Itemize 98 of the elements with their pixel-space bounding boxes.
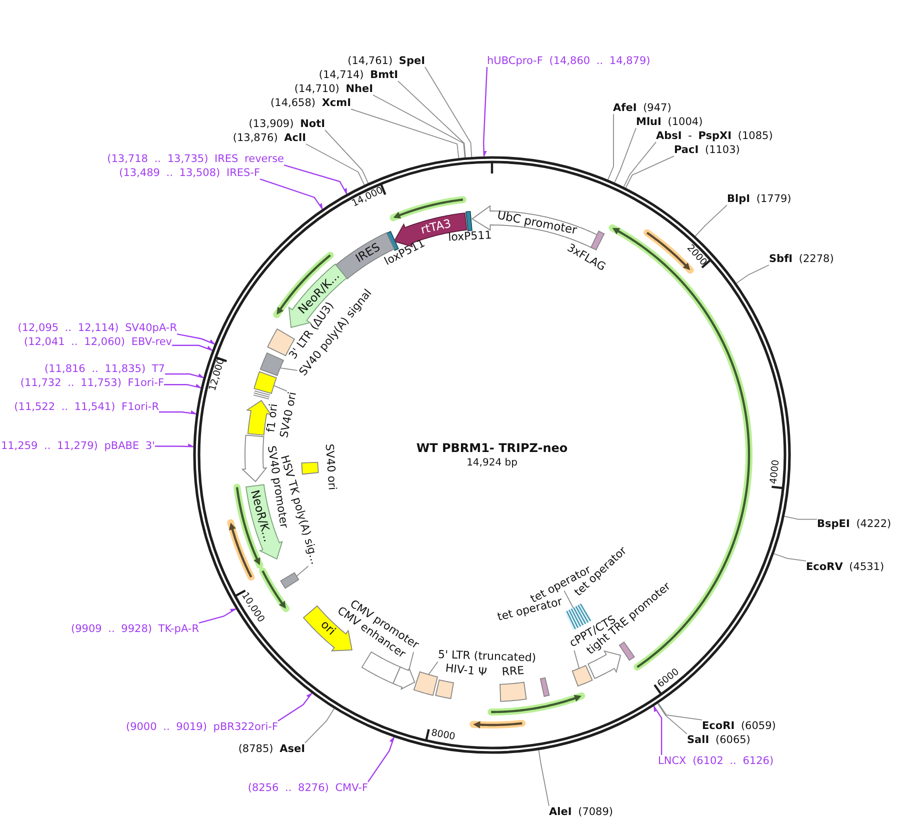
restriction-site-label: AbsI - PspXI (1085) (656, 130, 773, 142)
restriction-site-label: AfeI (947) (613, 102, 672, 114)
leader-line (424, 66, 472, 158)
leader-line (694, 204, 728, 237)
primer-label: (12,041 .. 12,060) EBV-rev (24, 336, 172, 348)
restriction-site-label: SalI (6065) (687, 734, 750, 746)
restriction-site-label: PacI (1103) (674, 144, 740, 156)
primer-label: (11,259 .. 11,279) pBABE 3' (0, 440, 155, 452)
leader-line (564, 590, 574, 608)
leader-line (428, 661, 438, 675)
leader-line (172, 344, 213, 351)
restriction-site-label: (14,714) BmtI (318, 68, 398, 82)
leader-line (482, 67, 488, 158)
primer-label: (9000 .. 9019) pBR322ori-F (126, 720, 278, 734)
leader-line (260, 178, 323, 210)
leader-line (625, 156, 674, 188)
primer-label: (11,816 .. 11,835) T7 (44, 362, 165, 376)
leader-line (165, 373, 204, 378)
plasmid-length: 14,924 bp (466, 457, 518, 469)
primer-label: (11,522 .. 11,541) F1ori-R (14, 400, 159, 414)
feature-label: HIV-1 Ψ (444, 662, 488, 680)
feature-name: IRES (353, 240, 383, 266)
leader-line (784, 516, 818, 520)
leader-line (159, 410, 197, 415)
leader-line (774, 553, 806, 562)
feature-box (279, 571, 300, 590)
feature-box (300, 461, 320, 476)
feature-label: SV40 ori (322, 443, 338, 491)
leader-line (372, 94, 466, 158)
primer-label: (13,489 .. 13,508) IRES-F (119, 166, 260, 180)
restriction-site-label: BspEI (4222) (817, 518, 892, 530)
leader-line (284, 164, 348, 195)
leader-line (296, 566, 309, 577)
leader-line (198, 608, 237, 624)
primer-label: (11,732 .. 11,753) F1ori-F (20, 376, 164, 390)
leader-line (280, 367, 298, 371)
restriction-site-label: (14,710) NheI (294, 82, 373, 96)
leader-line (538, 750, 550, 806)
feature-label: f1 ori (265, 403, 280, 433)
leader-line (278, 692, 312, 722)
leader-line (657, 703, 688, 734)
primer-label: (8256 .. 8276) CMV-F (248, 782, 368, 794)
restriction-site-label: BlpI (1779) (727, 192, 792, 206)
restriction-site-label: SbfI (2278) (769, 252, 834, 266)
leader-line (574, 650, 580, 669)
restriction-site-label: (8785) AseI (238, 742, 305, 756)
feature-label: loxP511 (448, 230, 492, 244)
leader-line (176, 333, 216, 345)
feature-name: UbC promoter (496, 208, 578, 238)
leader-line (273, 385, 288, 392)
restriction-site-label: AleI (7089) (549, 806, 614, 818)
feature-bar (465, 210, 473, 232)
leader-line (350, 108, 460, 158)
leader-line (736, 264, 770, 284)
primer-label: (12,095 .. 12,114) SV40pA-R (18, 322, 177, 334)
restriction-site-label: EcoRV (4531) (806, 560, 884, 574)
leader-line (658, 702, 702, 720)
restriction-site-label: (13,909) NotI (248, 118, 325, 130)
scale-label: 4000 (770, 459, 784, 484)
feature-box (539, 676, 551, 698)
restriction-site-label: MluI (1004) (636, 116, 703, 128)
primer-label: hUBCpro-F (14,860 .. 14,879) (487, 54, 650, 68)
leader-line (368, 736, 395, 782)
primer-label: (9909 .. 9928) TK-pA-R (70, 622, 199, 636)
leader-line (155, 444, 194, 448)
pointed-feature-band (241, 434, 268, 483)
primer-label: (13,718 .. 13,735) IRES reverse (107, 152, 284, 166)
restriction-site-label: EcoRI (6059) (702, 720, 776, 732)
feature-box (253, 370, 278, 395)
feature-box (499, 681, 528, 703)
feature-label: RRE (501, 664, 525, 680)
leader-line (398, 80, 466, 158)
feature-box (618, 641, 636, 662)
feature-box (412, 670, 439, 697)
scale-label: 8000 (430, 728, 456, 744)
primer-label: LNCX (6102 .. 6126) (658, 754, 774, 768)
feature-name: ori (318, 618, 338, 638)
leader-line (164, 384, 202, 388)
leader-line (304, 708, 335, 744)
feature-box (259, 351, 285, 377)
feature-name: NeoR/K... (248, 488, 274, 544)
restriction-site-label: (14,658) XcmI (270, 96, 351, 110)
plasmid-name: WT PBRM1- TRIPZ-neo (416, 442, 568, 456)
leader-line (623, 142, 656, 188)
leader-line (306, 144, 365, 186)
restriction-site-label: (14,761) SpeI (348, 54, 425, 68)
leader-line (324, 130, 369, 184)
leader-line (653, 706, 662, 755)
scale-label: 12,000 (208, 358, 228, 393)
pointed-feature-band (392, 666, 416, 691)
feature-box (571, 664, 594, 688)
feature-box (266, 327, 296, 357)
leader-line (608, 114, 614, 180)
feature-box (434, 678, 455, 700)
restriction-site-label: (13,876) AclI (232, 132, 306, 144)
leader-line (614, 128, 636, 183)
leader-line (408, 652, 414, 671)
feature-label: SV40 ori (278, 391, 300, 439)
